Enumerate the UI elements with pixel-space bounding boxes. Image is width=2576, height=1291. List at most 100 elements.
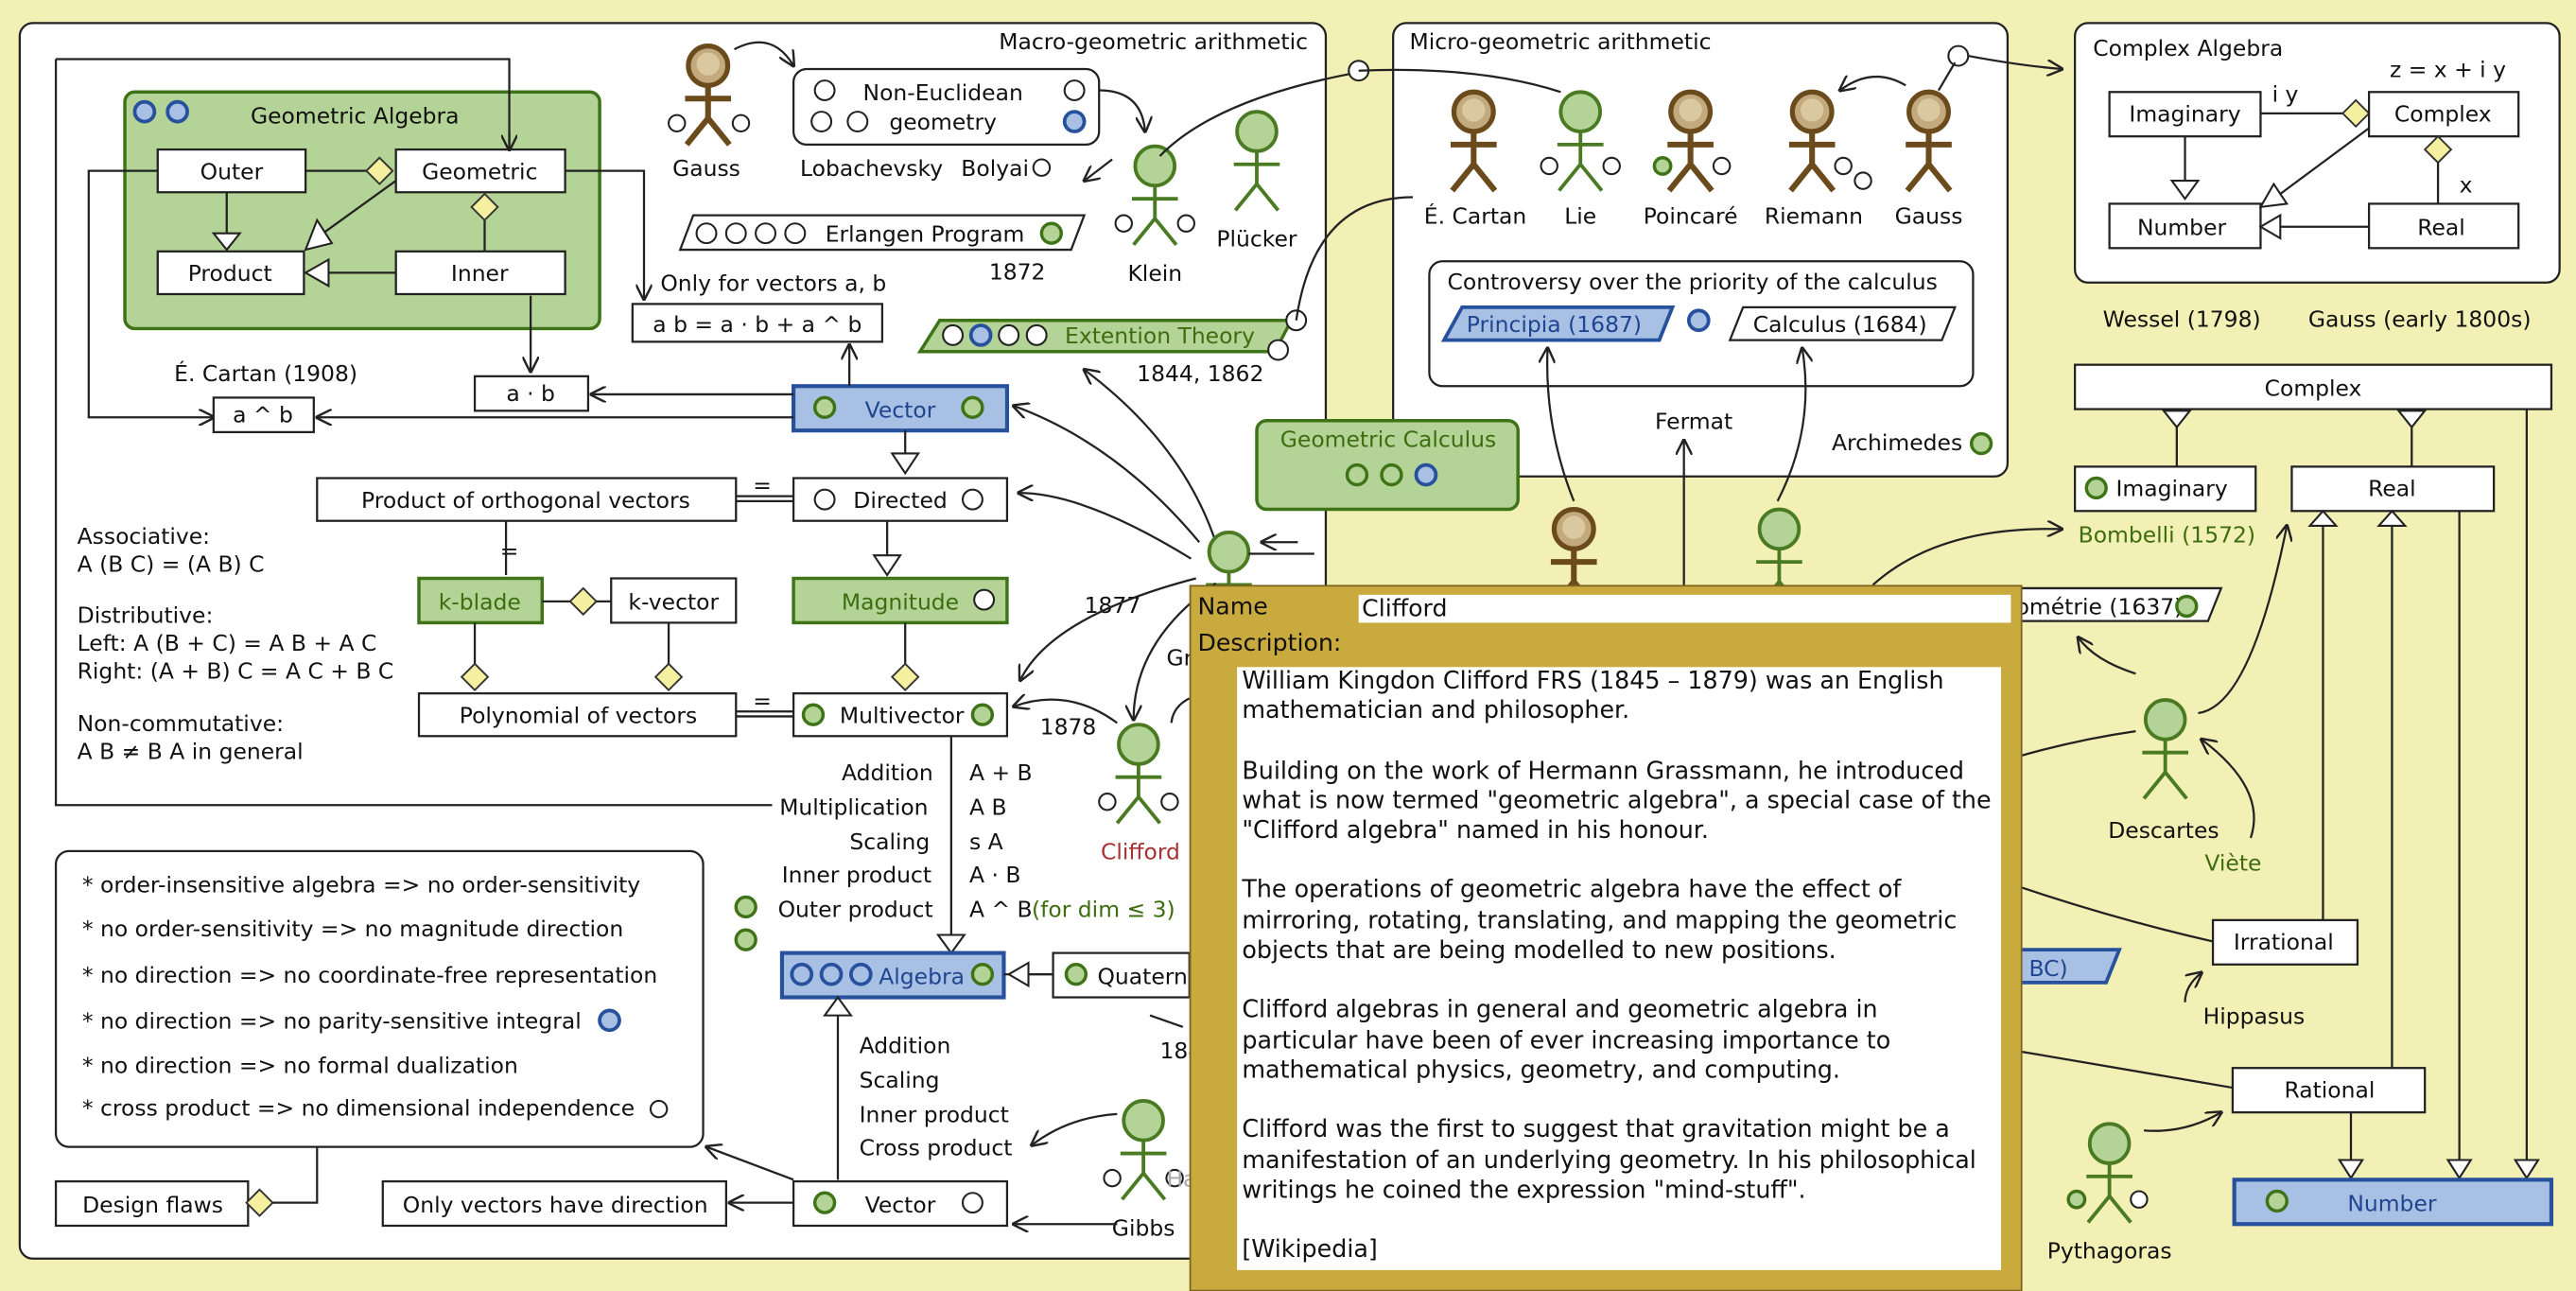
ab-formula: a b = a · b + a ^ b xyxy=(653,311,862,338)
grassmann-label-partial: Gr xyxy=(1166,645,1192,672)
rational-label: Rational xyxy=(2284,1076,2375,1103)
macro-panel-title: Macro-geometric arithmetic xyxy=(999,28,1308,55)
vector-op: Scaling xyxy=(860,1067,940,1093)
op-formula: A + B xyxy=(969,759,1033,786)
descartes-person-icon[interactable] xyxy=(2140,698,2190,801)
op-name: Multiplication xyxy=(779,794,928,821)
status-dot xyxy=(132,99,157,124)
clifford-info-popup[interactable]: Name Description: William Kingdon Cliffo… xyxy=(1189,584,2023,1291)
wessel-label: Wessel (1798) xyxy=(2103,306,2261,333)
principia-label: Principia (1687) xyxy=(1467,311,1642,338)
flaw-item: * no direction => no formal dualization xyxy=(82,1052,518,1078)
flaw-item: * cross product => no dimensional indepe… xyxy=(82,1095,635,1122)
name-field[interactable] xyxy=(1358,594,2011,623)
multivector-label: Multivector xyxy=(840,702,965,728)
geometric-node[interactable] xyxy=(394,148,566,194)
number-node[interactable] xyxy=(2108,202,2262,250)
lobachevsky-label: Lobachevsky xyxy=(800,155,943,182)
extension-years: 1844, 1862 xyxy=(1137,360,1263,387)
op-formula: A B xyxy=(969,794,1007,821)
archimedes-label: Archimedes xyxy=(1832,429,1962,456)
dim-note: (for dim ≤ 3) xyxy=(1032,896,1175,922)
micro-person-name: Lie xyxy=(1564,202,1596,229)
product-orthogonal-node[interactable] xyxy=(316,477,738,522)
number-root-label: Number xyxy=(2347,1190,2437,1216)
design-flaws-node[interactable] xyxy=(54,1179,250,1228)
k-vector-node[interactable] xyxy=(610,577,738,624)
imaginary-number-label: Imaginary xyxy=(2116,476,2228,502)
pythagoras-person-icon[interactable] xyxy=(2084,1122,2134,1225)
description-label: Description: xyxy=(1197,631,1342,657)
k-blade-label: k-blade xyxy=(439,589,521,616)
op-formula: A ^ B xyxy=(969,896,1033,922)
flaw-item: * order-insensitive algebra => no order-… xyxy=(82,871,640,898)
operations-list: Addition A + B Multiplication A B Scalin… xyxy=(778,759,1033,922)
micro-person-name: Gauss xyxy=(1895,202,1963,229)
irrational-label: Irrational xyxy=(2234,929,2334,955)
real-complex-node[interactable] xyxy=(2367,202,2520,250)
product-orthogonal-label: Product of orthogonal vectors xyxy=(361,487,690,514)
a-wedge-b-node[interactable] xyxy=(212,396,315,434)
associative-formula: A (B C) = (A B) C xyxy=(78,551,265,578)
calculus-node[interactable] xyxy=(1728,305,1957,341)
description-paragraph: The operations of geometric algebra have… xyxy=(1242,876,1958,965)
vector-op: Cross product xyxy=(860,1134,1013,1160)
flaws-list: * order-insensitive algebra => no order-… xyxy=(82,871,657,1121)
micro-person-name: É. Cartan xyxy=(1424,202,1526,229)
erlangen-label: Erlangen Program xyxy=(826,220,1025,247)
iy-label: i y xyxy=(2272,81,2299,108)
bolyai-label: Bolyai xyxy=(961,155,1029,182)
flaw-item: * no direction => no parity-sensitive in… xyxy=(82,1008,582,1035)
inner-node[interactable] xyxy=(394,250,566,296)
description-paragraph: Clifford was the first to suggest that g… xyxy=(1242,1116,1976,1205)
year-1878: 1878 xyxy=(1040,714,1097,741)
inheritance-arrow xyxy=(304,218,334,252)
calculus-label: Calculus (1684) xyxy=(1753,311,1927,338)
algebra-node[interactable] xyxy=(779,951,1006,1000)
irrational-node[interactable] xyxy=(2211,918,2359,966)
vector-op: Inner product xyxy=(860,1102,1009,1128)
inner-label: Inner xyxy=(451,260,509,287)
micro-person-name: Poincaré xyxy=(1644,202,1738,229)
noncommutative-formula: A B ≠ B A in general xyxy=(78,739,304,765)
complex-node[interactable] xyxy=(2367,91,2520,138)
associative-heading: Associative: xyxy=(78,523,210,550)
description-field[interactable]: William Kingdon Clifford FRS (1845 – 187… xyxy=(1237,667,2001,1270)
geometric-label: Geometric xyxy=(422,158,537,184)
description-paragraph: Building on the work of Hermann Grassman… xyxy=(1242,757,1992,846)
aggregation-diamond xyxy=(365,156,394,185)
aggregation-diamond xyxy=(470,192,499,222)
descartes-label: Descartes xyxy=(2108,817,2219,844)
op-formula: s A xyxy=(969,829,1003,855)
description-paragraph: Clifford algebras in general and geometr… xyxy=(1242,996,1891,1085)
equals-sign: = xyxy=(753,688,772,714)
micro-person-name: Riemann xyxy=(1765,202,1863,229)
z-formula: z = x + i y xyxy=(2390,57,2506,83)
equals-sign: = xyxy=(500,538,519,565)
ab-formula-node[interactable] xyxy=(631,303,884,343)
real-complex-label: Real xyxy=(2417,214,2465,240)
outer-node[interactable] xyxy=(156,148,307,194)
principia-node[interactable] xyxy=(1440,305,1676,342)
non-euclidean-node[interactable] xyxy=(792,67,1101,147)
complex-number-label: Complex xyxy=(2265,375,2362,402)
polynomial-node[interactable] xyxy=(417,691,738,738)
a-dot-b-node[interactable] xyxy=(473,375,590,412)
gibbs-label: Gibbs xyxy=(1112,1214,1175,1241)
magnitude-node[interactable] xyxy=(792,576,1009,625)
pythagoras-label: Pythagoras xyxy=(2047,1238,2172,1265)
op-name: Scaling xyxy=(849,829,930,855)
only-vectors-direction-label: Only vectors have direction xyxy=(403,1192,708,1218)
rational-node[interactable] xyxy=(2231,1067,2427,1114)
inheritance-arrow xyxy=(211,232,242,252)
complex-number-node[interactable] xyxy=(2074,363,2553,410)
distributive-heading: Distributive: xyxy=(78,602,214,628)
erlangen-program-node[interactable] xyxy=(678,214,1087,252)
year-1872: 1872 xyxy=(989,258,1046,285)
magnitude-label: Magnitude xyxy=(842,589,959,616)
real-number-node[interactable] xyxy=(2290,465,2496,513)
only-vectors-direction-node[interactable] xyxy=(381,1179,727,1228)
vector-gibbs-label: Vector xyxy=(865,1192,936,1218)
micro-panel-title: Micro-geometric arithmetic xyxy=(1410,28,1712,55)
